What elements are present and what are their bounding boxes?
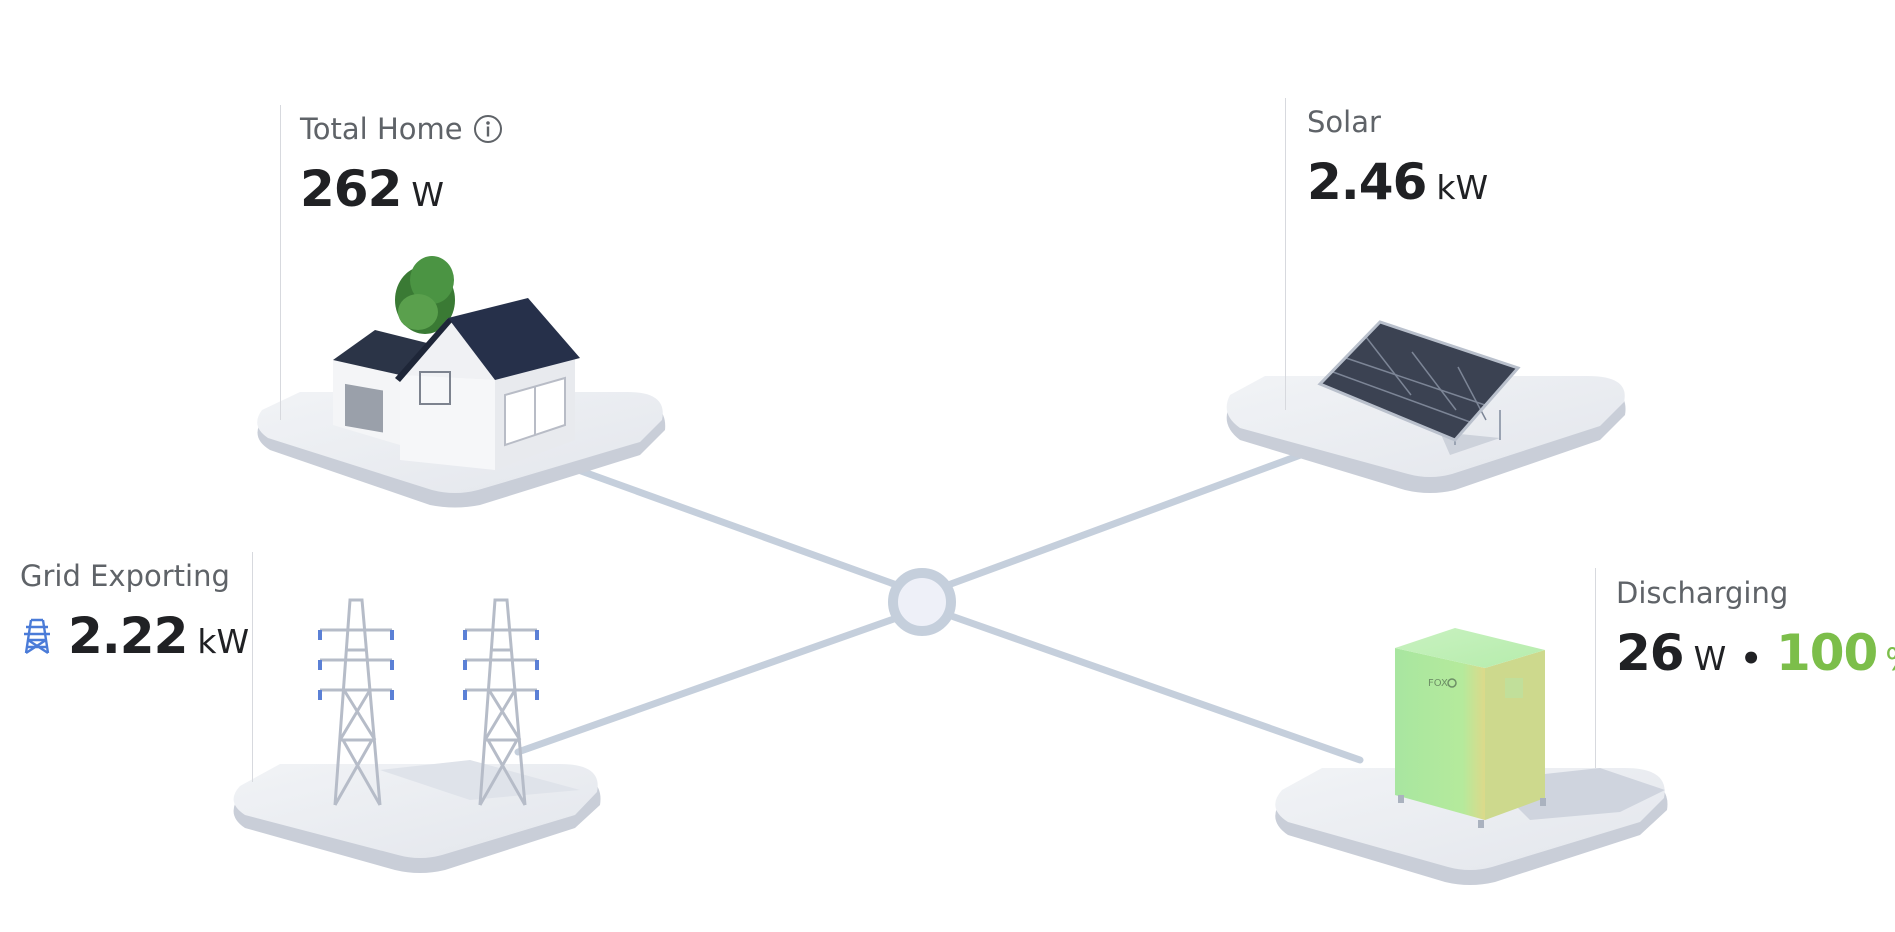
solar-power-value: 2.46 bbox=[1307, 153, 1427, 211]
transmission-tower-icon bbox=[20, 617, 54, 655]
solar-power-unit: kW bbox=[1436, 168, 1489, 207]
battery-brand-logo: FOX bbox=[1428, 678, 1448, 689]
home-illustration bbox=[257, 256, 666, 508]
flow-line-solar bbox=[936, 442, 1329, 592]
grid-divider bbox=[252, 552, 253, 782]
grid-title: Grid Exporting bbox=[20, 559, 230, 593]
info-icon[interactable] bbox=[473, 114, 503, 144]
grid-label[interactable]: Grid Exporting 2.22 kW bbox=[20, 559, 249, 665]
solar-title: Solar bbox=[1307, 105, 1381, 139]
home-power-value: 262 bbox=[300, 160, 402, 218]
battery-label[interactable]: Discharging 26 W • 100 % bbox=[1616, 576, 1895, 682]
flow-hub bbox=[888, 568, 956, 636]
separator-dot: • bbox=[1740, 639, 1762, 679]
battery-power-unit: W bbox=[1693, 639, 1727, 678]
battery-charge-unit: % bbox=[1885, 642, 1895, 678]
solar-illustration bbox=[1226, 320, 1626, 493]
grid-illustration bbox=[233, 598, 601, 873]
flow-lines bbox=[514, 442, 1364, 764]
battery-illustration: FOX bbox=[1275, 628, 1668, 885]
battery-divider bbox=[1595, 568, 1596, 768]
flow-line-battery bbox=[936, 608, 1364, 764]
grid-power-unit: kW bbox=[197, 622, 250, 661]
home-label[interactable]: Total Home 262 W bbox=[300, 112, 503, 218]
battery-charge-value: 100 bbox=[1775, 624, 1878, 682]
home-title: Total Home bbox=[300, 112, 463, 146]
solar-label[interactable]: Solar 2.46 kW bbox=[1307, 105, 1488, 211]
battery-power-value: 26 bbox=[1616, 624, 1685, 682]
battery-title: Discharging bbox=[1616, 576, 1789, 610]
flow-line-grid bbox=[514, 611, 909, 756]
grid-power-value: 2.22 bbox=[68, 607, 188, 665]
solar-divider bbox=[1285, 98, 1286, 410]
home-divider bbox=[280, 105, 281, 420]
flow-line-home bbox=[566, 463, 909, 592]
home-power-unit: W bbox=[411, 175, 445, 214]
